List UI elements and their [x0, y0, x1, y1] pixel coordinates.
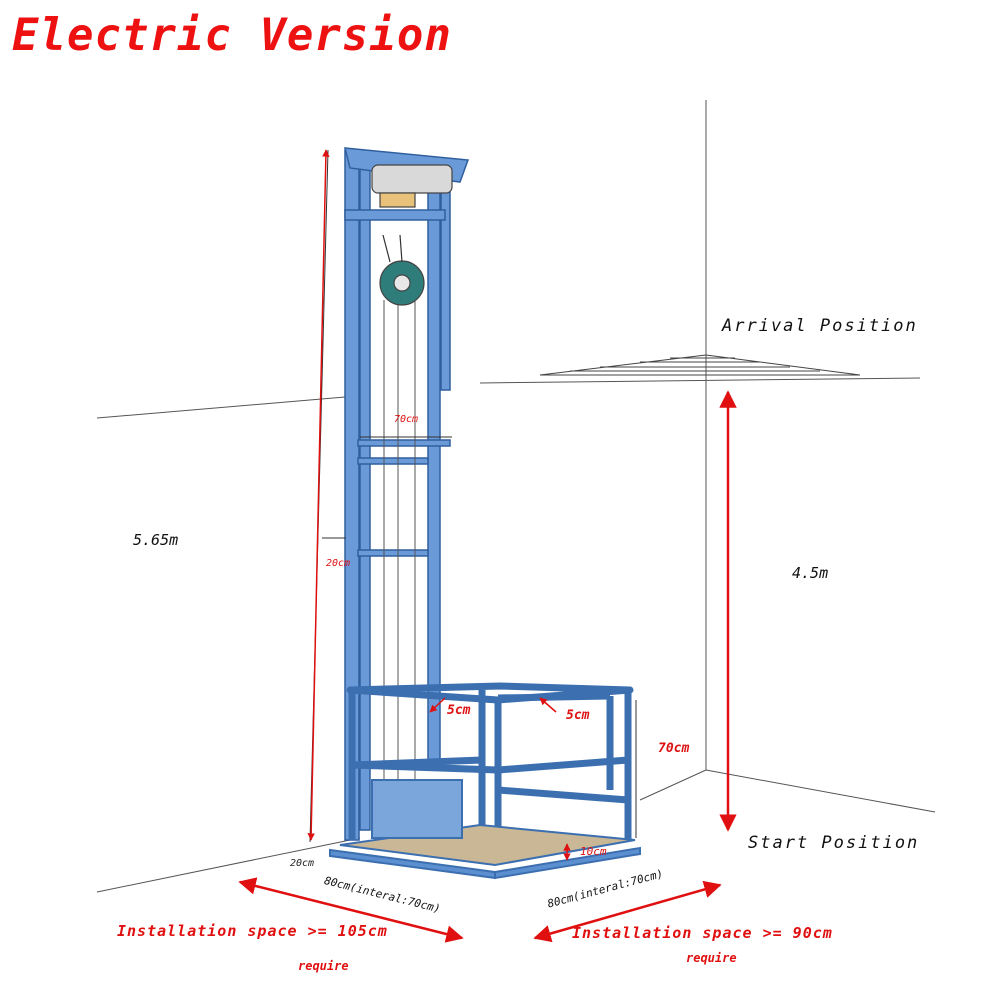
- lift-height-label: 4.5m: [792, 564, 829, 582]
- base-offset-label: 20cm: [290, 858, 315, 869]
- require-left-label: require: [298, 959, 349, 973]
- rail-offset-right-label: 5cm: [566, 708, 590, 723]
- install-space-left-label: Installation space >= 105cm: [117, 922, 388, 940]
- rail-right-arrow: [539, 697, 557, 713]
- install-right-arrow: [533, 880, 722, 943]
- mast-width-label: 70cm: [394, 414, 419, 425]
- floor-thickness-label: 10cm: [580, 845, 607, 858]
- red-arrows: [238, 149, 737, 943]
- motor: [371, 164, 453, 306]
- install-left-arrow: [238, 877, 464, 943]
- mast-depth-label: 20cm: [326, 558, 351, 569]
- require-right-label: require: [686, 951, 737, 965]
- arrival-position-label: Arrival Position: [722, 316, 918, 336]
- rail-offset-left-label: 5cm: [447, 703, 471, 718]
- mast: [344, 147, 470, 841]
- page-title: Electric Version: [12, 10, 452, 61]
- arrival-platform: [539, 354, 861, 376]
- start-position-label: Start Position: [748, 833, 920, 853]
- total-height-arrow: [307, 149, 330, 841]
- cage: [346, 682, 634, 860]
- rail-left-arrow: [429, 697, 446, 713]
- total-height-label: 5.65m: [133, 531, 179, 549]
- room-lines: [96, 100, 936, 893]
- install-space-right-label: Installation space >= 90cm: [572, 924, 833, 942]
- cables: [383, 300, 416, 790]
- cage-floor: [329, 779, 641, 880]
- cage-height-label: 70cm: [658, 741, 690, 756]
